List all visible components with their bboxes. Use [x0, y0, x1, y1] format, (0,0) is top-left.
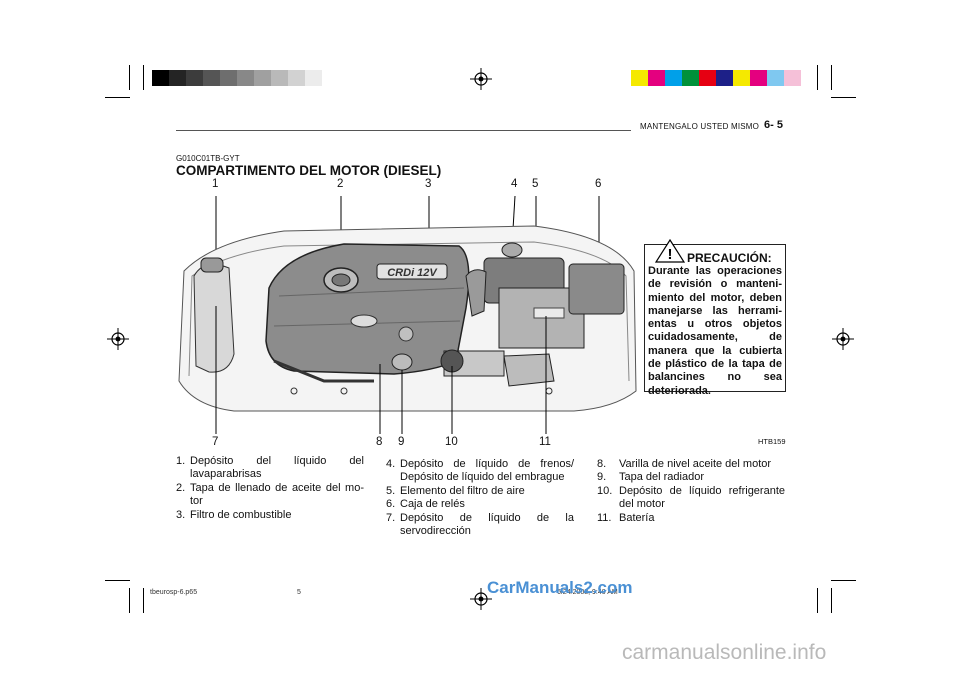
crop-mark [831, 580, 856, 581]
warning-icon: ! [655, 239, 685, 263]
engine-illustration: CRDi 12V [178, 195, 637, 434]
callout-1: 1 [212, 178, 219, 190]
crop-mark [817, 588, 818, 613]
color-swatch [237, 70, 254, 86]
legend-item: 9.Tapa del radiador [597, 471, 705, 484]
color-swatch [750, 70, 767, 86]
crop-mark [105, 580, 130, 581]
callout-11: 11 [539, 436, 551, 448]
caution-text: Durante las operaciones de revisión o ma… [648, 265, 782, 397]
caution-box: ! PRECAUCIÓN: Durante las operaciones de… [644, 239, 786, 397]
color-swatch [784, 70, 801, 86]
legend-item: 3.Filtro de combustible [176, 508, 292, 521]
color-swatch [186, 70, 203, 86]
color-swatch [665, 70, 682, 86]
watermark-carmanualsonline: carmanualsonline.info [622, 641, 827, 664]
crop-mark [831, 588, 832, 613]
legend-item: 2.Tapa de llenado de aceite del mo-tor [176, 481, 364, 508]
crop-mark [831, 97, 856, 98]
color-swatch [767, 70, 784, 86]
callout-10: 10 [445, 436, 458, 448]
legend-column-2: 4.Depósito de líquido de frenos/ Depósit… [386, 458, 574, 538]
color-swatch [682, 70, 699, 86]
color-swatch [716, 70, 733, 86]
header-rule [176, 130, 631, 131]
section-header: MANTENGALO USTED MISMO [640, 122, 760, 131]
color-swatch [203, 70, 220, 86]
legend-item: 7.Depósito de líquido de la servodirecci… [386, 511, 574, 538]
engine-figure: CRDi 12V 1 2 3 4 5 6 7 8 9 10 11 [174, 176, 639, 448]
callout-3: 3 [425, 178, 432, 190]
color-swatch [305, 70, 322, 86]
callout-6: 6 [595, 178, 602, 190]
legend-item: 6.Caja de relés [386, 498, 465, 511]
legend-item: 8.Varilla de nivel aceite del motor [597, 458, 772, 470]
callout-4: 4 [511, 178, 518, 190]
legend-item: 4.Depósito de líquido de frenos/ Depósit… [386, 458, 574, 484]
legend-column-3: 8.Varilla de nivel aceite del motor 9.Ta… [597, 458, 785, 525]
legend-item: 1.Depósito del líquido del lavaparabrisa… [176, 455, 364, 481]
figure-code: HTB159 [758, 437, 786, 446]
footer-timestamp: 6/24/2008, 9:40 AM [557, 589, 618, 596]
color-swatch [254, 70, 271, 86]
legend-column-1: 1.Depósito del líquido del lavaparabrisa… [176, 455, 364, 522]
color-swatch [169, 70, 186, 86]
callout-8: 8 [376, 436, 383, 448]
callout-7: 7 [212, 436, 219, 448]
color-swatch [220, 70, 237, 86]
page-number: 6- 5 [764, 119, 783, 131]
footer-page-number: 5 [297, 589, 301, 596]
color-swatch [648, 70, 665, 86]
footer-filename: tbeurosp-6.p65 [150, 589, 198, 596]
registration-target-icon [107, 328, 129, 350]
color-swatch [288, 70, 305, 86]
legend-item: 10.Depósito de líquido refrigerante del … [597, 484, 785, 511]
registration-target-icon [470, 588, 492, 610]
callout-9: 9 [398, 436, 405, 448]
callout-2: 2 [337, 178, 344, 190]
registration-target-icon [470, 68, 492, 90]
page-title: COMPARTIMENTO DEL MOTOR (DIESEL) [176, 163, 442, 178]
caution-title: PRECAUCIÓN: [687, 251, 772, 265]
doc-code: G010C01TB-GYT [176, 154, 240, 163]
crop-mark [143, 588, 144, 613]
callout-5: 5 [532, 178, 539, 190]
watermark-carmanuals2: CarManuals2.com [487, 578, 633, 597]
crop-mark [817, 65, 818, 90]
color-swatch [631, 70, 648, 86]
color-swatch [271, 70, 288, 86]
registration-target-icon [832, 328, 854, 350]
crop-mark [831, 65, 832, 90]
legend-item: 5.Elemento del filtro de aire [386, 484, 525, 497]
crop-mark [105, 97, 130, 98]
crop-mark [143, 65, 144, 90]
engine-badge: CRDi 12V [387, 267, 438, 279]
legend-item: 11.Batería [597, 511, 655, 524]
color-swatch [699, 70, 716, 86]
color-swatch [152, 70, 169, 86]
svg-text:!: ! [668, 246, 673, 263]
crop-mark [129, 588, 130, 613]
color-swatch [733, 70, 750, 86]
crop-mark [129, 65, 130, 90]
